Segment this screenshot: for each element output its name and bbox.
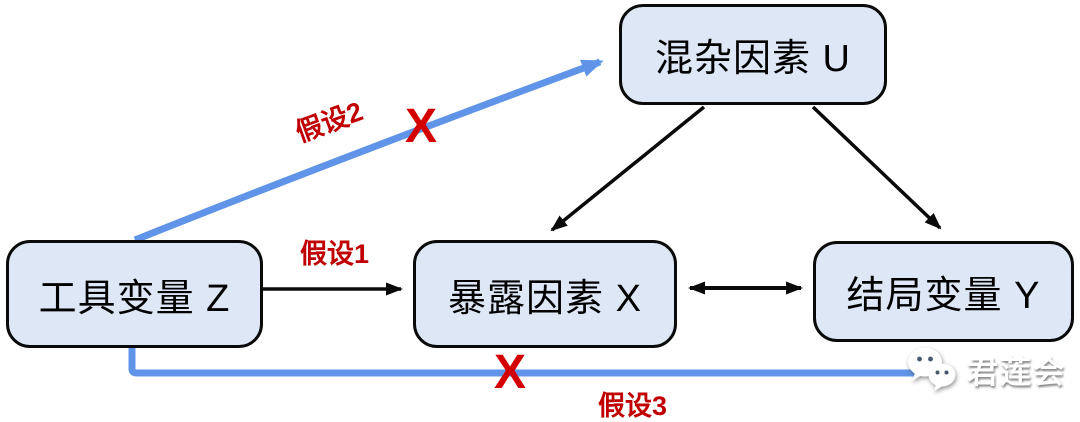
assumption-3-label: 假设3 <box>598 391 668 421</box>
edge-u-to-x <box>550 105 706 232</box>
edge-u-to-y <box>811 105 942 230</box>
watermark-label: 君莲会 <box>967 354 1066 390</box>
node-outcome-y: 结局变量 Y <box>813 241 1074 342</box>
watermark: 君莲会 <box>903 344 1066 394</box>
assumption-1-label: 假设1 <box>300 239 370 269</box>
node-confounder-u: 混杂因素 U <box>619 4 887 105</box>
blocked-cross-z-u: X <box>405 100 438 153</box>
node-exposure-x: 暴露因素 X <box>413 240 677 348</box>
edge-z-to-y-blocked <box>128 348 916 377</box>
edge-z-to-u-blocked <box>133 58 604 244</box>
wechat-icon <box>908 347 956 391</box>
blocked-cross-z-y: X <box>494 346 527 399</box>
node-instrument-z: 工具变量 Z <box>6 240 263 348</box>
